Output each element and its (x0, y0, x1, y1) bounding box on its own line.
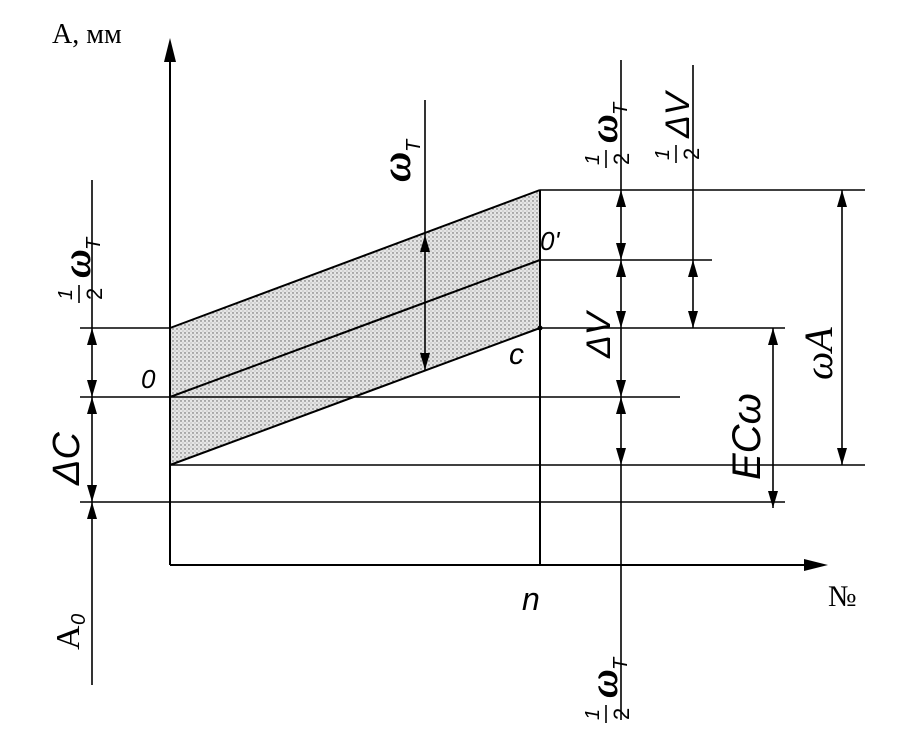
svg-text:ΔV: ΔV (659, 89, 697, 139)
label-delta-v: ΔV (580, 309, 618, 359)
svg-text:0: 0 (68, 614, 90, 625)
svg-text:ω: ω (374, 152, 420, 182)
label-half-omega-t-left: 1 2 ω T (54, 236, 107, 303)
svg-text:ω: ω (581, 114, 626, 143)
label-delta-c: ΔC (46, 432, 88, 486)
svg-text:A: A (50, 625, 87, 650)
svg-text:T: T (403, 138, 425, 152)
label-half-delta-v: 1 2 ΔV (652, 89, 704, 163)
mid-band-line (169, 259, 541, 398)
svg-text:ω: ω (54, 249, 99, 278)
svg-text:2: 2 (609, 153, 634, 165)
x-axis-label: № (828, 580, 857, 613)
svg-text:1: 1 (582, 709, 604, 720)
x-axis-arrow-icon (804, 559, 828, 571)
svg-text:2: 2 (82, 288, 107, 300)
svg-text:ΔC: ΔC (46, 432, 88, 486)
svg-text:ω: ω (581, 669, 626, 698)
label-omega-a: ωA (796, 327, 841, 380)
label-omega-t-center: ω T (374, 138, 425, 182)
svg-text:ΔV: ΔV (580, 309, 618, 359)
svg-text:2: 2 (609, 708, 634, 720)
origin-prime-label: 0' (540, 226, 560, 256)
label-ec-omega: ECω (725, 393, 769, 480)
x-tick-n: n (522, 581, 540, 617)
y-axis-arrow-icon (164, 38, 176, 62)
dimension-arrows (87, 190, 847, 519)
svg-text:1: 1 (55, 289, 77, 300)
svg-text:T: T (610, 656, 632, 670)
svg-text:1: 1 (652, 149, 674, 160)
svg-text:ωA: ωA (796, 327, 841, 380)
y-axis-label: A, мм (52, 19, 122, 50)
svg-text:T: T (83, 236, 105, 250)
svg-text:1: 1 (582, 154, 604, 165)
svg-text:T: T (610, 101, 632, 115)
svg-text:ECω: ECω (725, 393, 769, 480)
label-half-omega-t-top: 1 2 ω T (581, 101, 634, 168)
label-half-omega-t-bottom: 1 2 ω T (581, 656, 634, 723)
origin-label: 0 (141, 364, 156, 394)
point-c-label: c (509, 338, 524, 371)
svg-text:2: 2 (679, 148, 704, 160)
label-a0: A 0 (50, 614, 90, 650)
upper-band-line (169, 189, 541, 329)
